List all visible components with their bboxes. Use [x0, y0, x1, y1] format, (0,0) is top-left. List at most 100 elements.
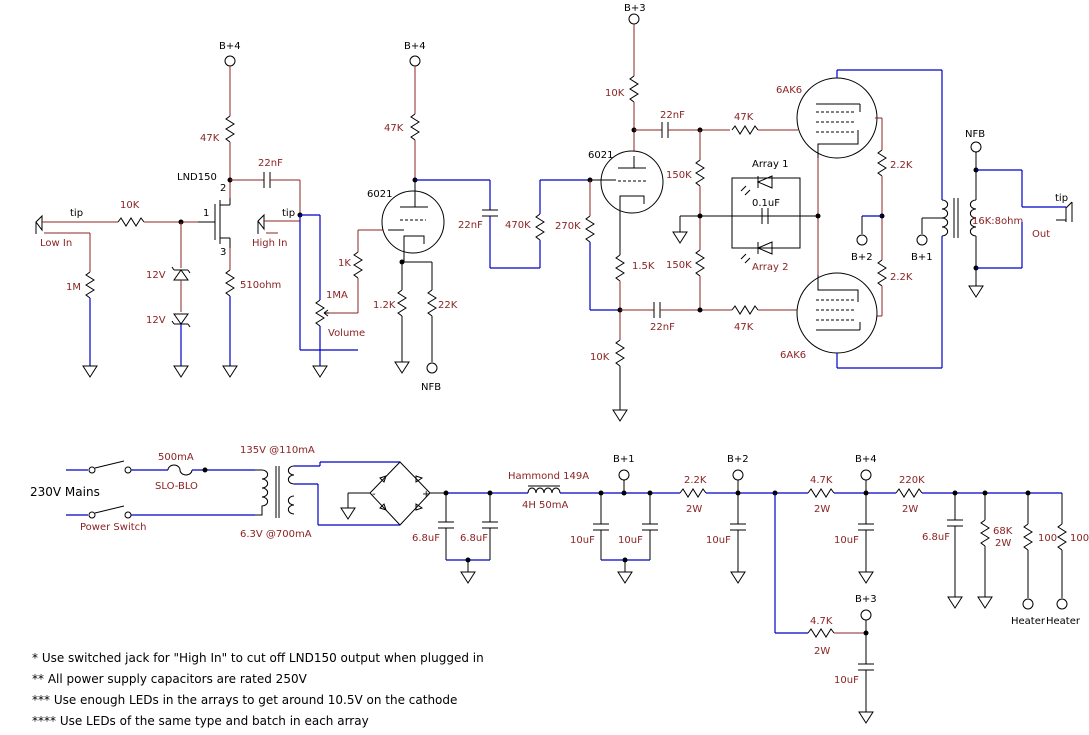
design-notes: * Use switched jack for "High In" to cut… [32, 648, 484, 732]
resistor-2k2-psu [679, 488, 707, 498]
r-100-a-label: 100 [1038, 533, 1057, 544]
supply-b4-2: B+4 [404, 41, 426, 52]
resistor-10k-plate2 [629, 75, 639, 103]
r-68k-label: 68K [993, 526, 1013, 537]
power-switch-label: Power Switch [80, 522, 146, 533]
led-array-2 [740, 241, 773, 264]
lnd150-mosfet [198, 198, 231, 248]
heater-b-label: Heater [1046, 616, 1081, 627]
tube-6ak6-upper [796, 77, 878, 159]
r-1m-label: 1M [66, 282, 81, 293]
c-01uf-label: 0.1uF [752, 198, 780, 209]
supply-b2-mid: B+2 [851, 252, 873, 263]
choke-spec-label: 4H 50mA [522, 500, 569, 511]
resistor-4k7-b3 [807, 628, 835, 638]
r-47k-grid-upper-label: 47K [734, 112, 754, 123]
resistor-22k-nfb [427, 289, 437, 317]
volume-potentiometer[interactable] [315, 299, 325, 327]
note-2: ** All power supply capacitors are rated… [32, 672, 307, 686]
fet-pin-1: 1 [203, 208, 209, 219]
resistor-100-b [1057, 523, 1067, 551]
capacitor-0-1uf [761, 208, 769, 224]
high-in-label: High In [252, 238, 287, 249]
r-470k-label: 470K [505, 220, 531, 231]
pot-1ma-label: 1MA [326, 290, 348, 301]
r-2k2-lower-label: 2.2K [890, 272, 913, 283]
resistor-150k-upper [695, 159, 705, 187]
capacitor-c8 [858, 663, 874, 671]
resistor-470k [535, 213, 545, 241]
bridge-rectifier [369, 461, 431, 526]
high-in-jack: tip High In [252, 208, 300, 249]
resistor-220k [895, 488, 923, 498]
zener-1-label: 12V [146, 270, 166, 281]
sec-hv-label: 135V @110mA [240, 445, 315, 456]
resistor-1k5 [615, 254, 625, 282]
supply-b3-top: B+3 [624, 3, 646, 14]
r-47k-grid-lower-label: 47K [734, 322, 754, 333]
resistor-10k-input [117, 217, 145, 227]
supply-b2-psu: B+2 [727, 454, 749, 465]
capacitor-22nf-4 [653, 302, 661, 318]
c3-label: 10uF [570, 535, 595, 546]
nfb-bottom-label: NFB [421, 382, 441, 393]
c-22nf-1-label: 22nF [258, 158, 283, 169]
capacitor-22nf-2 [482, 209, 498, 217]
fuse-icon [167, 464, 193, 476]
c-22nf-3-label: 22nF [660, 110, 685, 121]
c7-label: 6.8uF [922, 532, 950, 543]
r-100-b-label: 100 [1070, 533, 1089, 544]
resistor-2k2-screen-lower [877, 259, 887, 287]
first-6021-stage: B+4 47K 6021 1.2K 22K NFB [367, 41, 590, 393]
tube-6ak6-lower [796, 272, 878, 354]
r-10k-input-label: 10K [120, 200, 140, 211]
resistor-150k-lower [695, 249, 705, 277]
note-4: **** Use LEDs of the same type and batch… [32, 714, 369, 728]
zener-diode-1 [171, 266, 191, 281]
mains-label: 230V Mains [30, 485, 100, 499]
r-4k7-a-w: 2W [814, 504, 830, 515]
capacitor-c6 [858, 523, 874, 531]
pot-volume-label: Volume [328, 328, 365, 339]
r-4k7-a-label: 4.7K [810, 475, 833, 486]
heater-a-label: Heater [1011, 616, 1046, 627]
supply-b4-psu: B+4 [855, 454, 877, 465]
tube-6021-first [381, 182, 445, 262]
r-510-label: 510ohm [240, 280, 281, 291]
tube1-label: 6021 [367, 189, 392, 200]
zener-2-label: 12V [146, 315, 166, 326]
r-1k5-label: 1.5K [632, 261, 655, 272]
phase-splitter-stage: B+3 10K 22nF 6021 270K 1.5K [555, 3, 818, 422]
c6-label: 10uF [834, 535, 859, 546]
r-2k2-psu-w: 2W [686, 504, 702, 515]
resistor-2k2-screen-upper [877, 149, 887, 177]
supply-b4-1: B+4 [219, 41, 241, 52]
c-22nf-2-label: 22nF [458, 220, 483, 231]
resistor-47k-grid-lower [731, 305, 759, 315]
r-4k7-b-w: 2W [814, 646, 830, 657]
output-transformer [941, 198, 977, 238]
power-transformer [255, 465, 295, 518]
tube4-label: 6AK6 [780, 350, 806, 361]
power-switch[interactable] [88, 505, 132, 519]
r-150k-lower-label: 150K [666, 260, 692, 271]
r-22k-label: 22K [438, 300, 458, 311]
c2-label: 6.8uF [460, 533, 488, 544]
resistor-10k-tail [615, 339, 625, 367]
supply-b1-psu: B+1 [613, 454, 635, 465]
supply-b3-psu: B+3 [855, 594, 877, 605]
r-1k2-label: 1.2K [373, 300, 396, 311]
mains-switch[interactable] [88, 460, 132, 474]
resistor-1m [85, 271, 95, 299]
resistor-68k [980, 519, 990, 547]
r-270k-label: 270K [555, 221, 581, 232]
note-1: * Use switched jack for "High In" to cut… [32, 651, 484, 665]
tube-6021-second [590, 150, 664, 255]
low-in-tip-label: tip [70, 208, 83, 219]
output-stage: 6AK6 2.2K B+2 2.2K 6AK6 [776, 69, 1073, 369]
r-47k-drain-label: 47K [200, 133, 220, 144]
c1-label: 6.8uF [412, 533, 440, 544]
c-22nf-4-label: 22nF [650, 322, 675, 333]
resistor-47k-grid-upper [731, 125, 759, 135]
fuse-type-label: SLO-BLO [155, 481, 198, 492]
